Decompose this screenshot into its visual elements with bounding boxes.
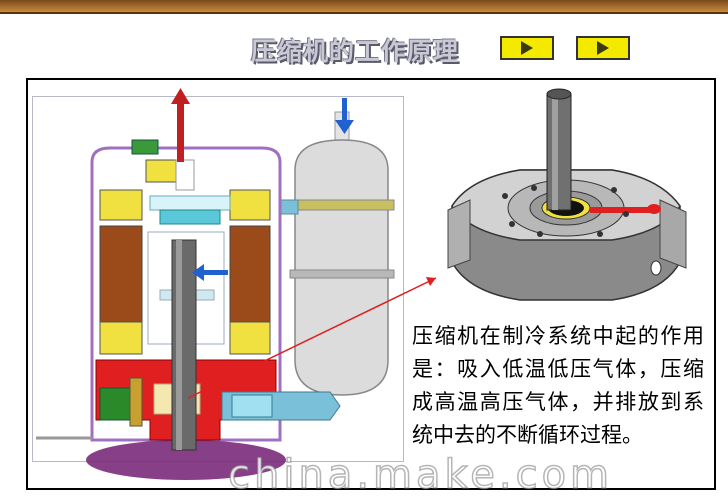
play-button-2[interactable] [576,36,630,60]
play-triangle-icon [597,41,609,55]
accumulator-tank [289,111,395,396]
stator-winding-left [99,225,143,323]
header-band [0,0,728,12]
scroll-top [149,195,231,211]
lower-frame-right [229,321,271,355]
page-title: 压缩机的工作原理 [250,37,459,66]
stator-winding-right [229,225,271,323]
content-frame [26,78,716,490]
fixed-scroll [159,209,221,225]
play-triangle-icon [521,41,533,55]
upper-frame-left [99,189,143,221]
oil-sump [86,440,286,480]
crankshaft [171,239,197,451]
suction-arrow-icon [335,98,354,134]
gas-flow-arrow-icon [192,264,228,281]
header-rule [0,12,728,14]
terminal-block [131,139,159,155]
counterweight [129,377,143,427]
watermark: china.make.com [227,451,614,499]
pointer-line [187,277,437,399]
lower-frame-left [99,321,143,355]
description-text: 压缩机在制冷系统中起的作用是：吸入低温低压气体，压缩成高温高压气体，并排放到系统… [412,324,704,447]
play-button-1[interactable] [500,36,554,60]
upper-frame-right [229,189,271,221]
discharge-arrow-icon [171,88,190,162]
cross-section-illustration [447,88,687,301]
